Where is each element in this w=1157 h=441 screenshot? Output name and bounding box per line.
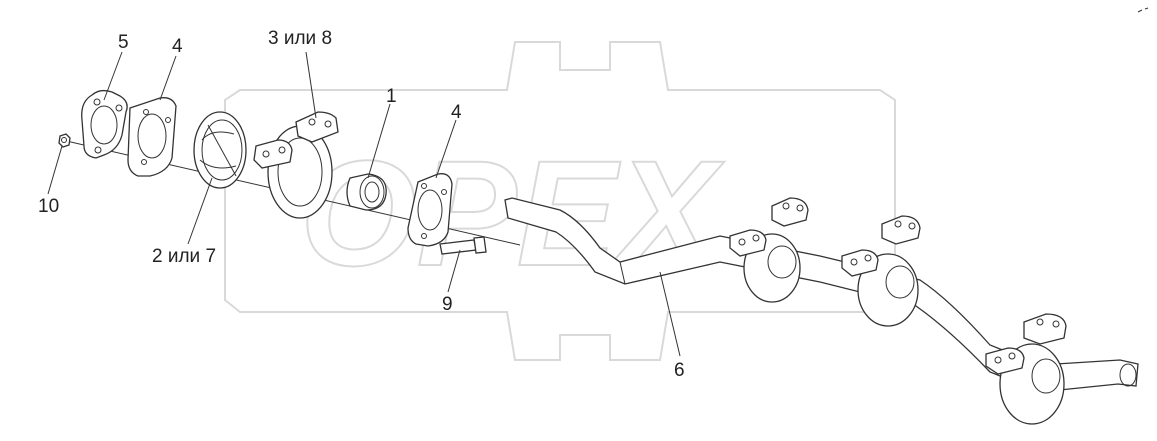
leader-3 <box>305 51 317 119</box>
callout-label-9: 9 <box>442 294 453 315</box>
housing-part-3-or-8 <box>253 111 339 219</box>
bolt-part-9 <box>439 236 487 255</box>
shaft-bearing-housing-1 <box>729 197 809 303</box>
leader-1 <box>367 103 391 179</box>
gasket-part-4-right <box>407 173 453 247</box>
leader-4b <box>435 119 457 179</box>
callout-label-1: 1 <box>386 86 397 107</box>
callout-label-6: 6 <box>674 360 685 381</box>
leader-6 <box>659 271 681 357</box>
callout-label-5: 5 <box>118 32 129 53</box>
shaft-bearing-housing-2 <box>841 215 921 327</box>
leader-4a <box>159 55 177 101</box>
cover-part-2-or-7 <box>193 111 247 189</box>
leader-5 <box>103 51 123 101</box>
callout-label-3-or-8: 3 или 8 <box>268 28 332 49</box>
callout-label-4-left: 4 <box>172 36 183 57</box>
gasket-part-5 <box>81 89 128 159</box>
shaft-bearing-housing-3 <box>985 313 1067 425</box>
corner-marks <box>1137 7 1149 13</box>
callout-label-4-right: 4 <box>451 102 462 123</box>
gasket-part-4-left <box>127 97 177 177</box>
bearing-part-1 <box>346 173 387 211</box>
leader-9 <box>447 249 461 293</box>
shaft-part-6 <box>504 197 1139 393</box>
watermark-gear-outline <box>224 41 896 361</box>
callout-label-10: 10 <box>38 196 59 217</box>
callout-labels: 5 4 3 или 8 1 4 10 2 или 7 9 6 <box>38 28 685 381</box>
leader-lines <box>47 51 681 357</box>
leader-10 <box>47 145 63 195</box>
nut-part-10 <box>58 133 71 148</box>
leader-2 <box>187 177 213 245</box>
callout-label-2-or-7: 2 или 7 <box>152 246 216 267</box>
